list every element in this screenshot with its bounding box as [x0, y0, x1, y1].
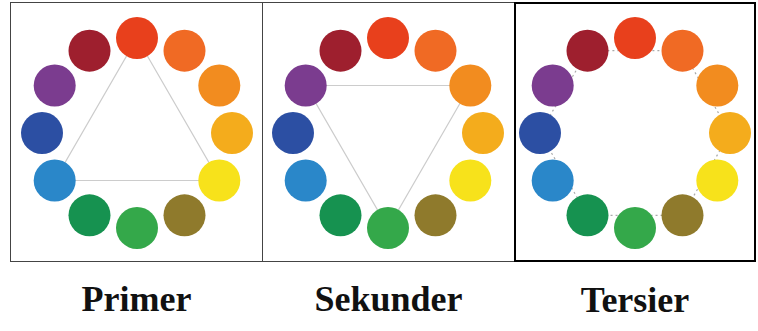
secondary-wheel	[272, 17, 504, 249]
tertiary-wheel	[519, 17, 751, 249]
color-wheel-box: Primer	[10, 2, 263, 262]
primary-wheel	[21, 17, 253, 249]
color-circles	[272, 17, 504, 249]
color-wheel-box: Tersier	[514, 2, 756, 262]
wheel-caption: Primer	[11, 279, 262, 319]
color-circles	[519, 17, 751, 249]
color-wheel-box: Sekunder	[262, 2, 515, 262]
wheel-caption: Sekunder	[263, 279, 514, 319]
color-circles	[21, 17, 253, 249]
wheel-caption: Tersier	[516, 280, 754, 320]
